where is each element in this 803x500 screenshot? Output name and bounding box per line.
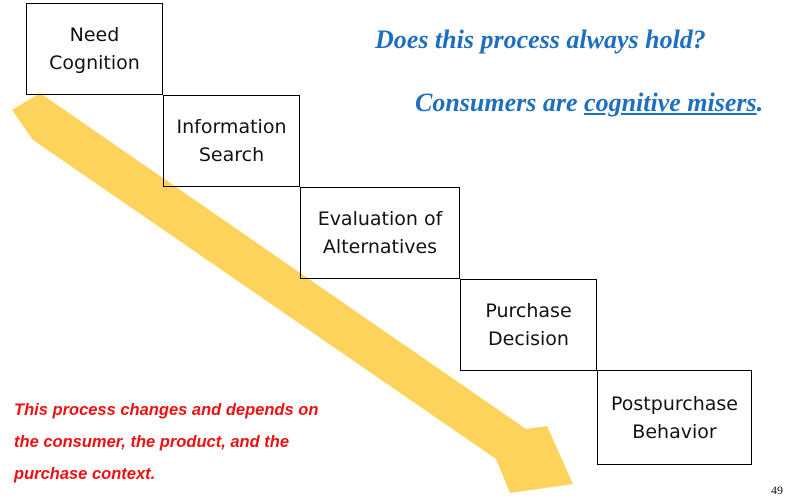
step-evaluation-of-alternatives: Evaluation of Alternatives — [300, 187, 460, 279]
note-line: the consumer, the product, and the — [14, 433, 290, 451]
process-note: This process changes and depends on the … — [14, 394, 384, 490]
question-process-hold: Does this process always hold? — [375, 25, 706, 55]
question-prefix: Consumers are — [415, 88, 585, 117]
arrow-shape — [12, 93, 573, 493]
step-label: Need Cognition — [49, 24, 140, 74]
step-postpurchase-behavior: Postpurchase Behavior — [597, 370, 752, 465]
step-purchase-decision: Purchase Decision — [460, 279, 597, 371]
question-underlined-term: cognitive misers — [584, 88, 757, 117]
question-text: Does this process always hold? — [375, 25, 706, 54]
note-line: This process changes and depends on — [14, 401, 319, 419]
question-suffix: . — [756, 88, 764, 117]
step-label: Purchase Decision — [485, 300, 572, 350]
note-line: purchase context. — [14, 465, 156, 483]
question-cognitive-misers: Consumers are cognitive misers. — [415, 88, 763, 118]
step-label: Postpurchase Behavior — [611, 392, 738, 443]
step-need-cognition: Need Cognition — [26, 3, 163, 95]
page-number: 49 — [771, 483, 783, 497]
step-label: Information Search — [176, 116, 287, 166]
step-label: Evaluation of Alternatives — [317, 208, 443, 258]
step-information-search: Information Search — [163, 95, 300, 187]
